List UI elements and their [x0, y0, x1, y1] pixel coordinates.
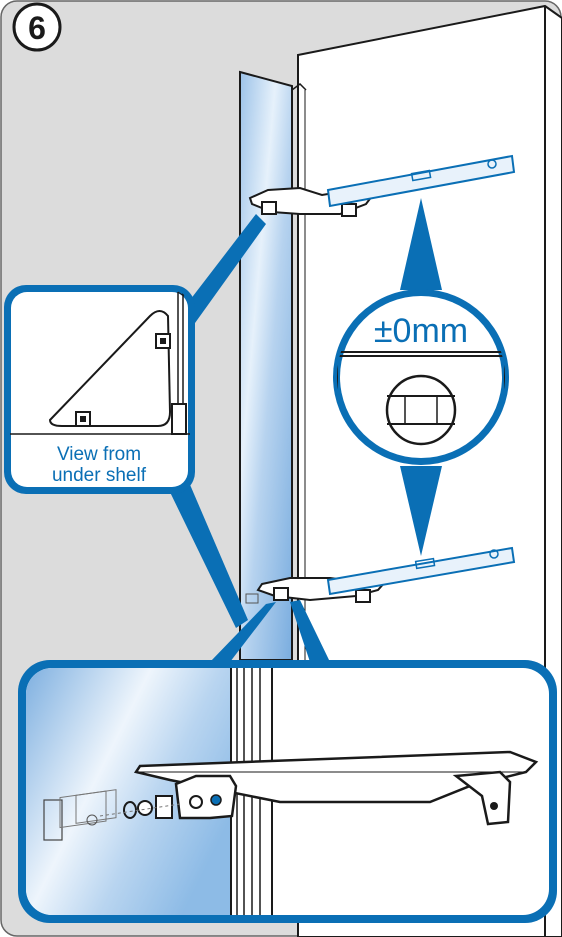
- level-pointers: [400, 198, 442, 556]
- detail-caption-line2: under shelf: [52, 465, 147, 486]
- tolerance-label: ±0mm: [374, 312, 468, 350]
- detail-caption-line1: View from: [57, 444, 141, 465]
- bubble-level-icon: [385, 374, 457, 446]
- glass-panel: [239, 70, 293, 661]
- bottom-connector: [210, 600, 330, 662]
- level-magnifier: ±0mm: [333, 289, 509, 465]
- step-number: 6: [28, 10, 46, 46]
- detail-callout: View from under shelf: [4, 285, 195, 494]
- bottom-detail: [18, 660, 557, 923]
- detail-connector: [168, 214, 266, 628]
- upper-spirit-level: [326, 154, 516, 208]
- step-badge: 6: [12, 2, 62, 52]
- lower-spirit-level: [326, 546, 516, 596]
